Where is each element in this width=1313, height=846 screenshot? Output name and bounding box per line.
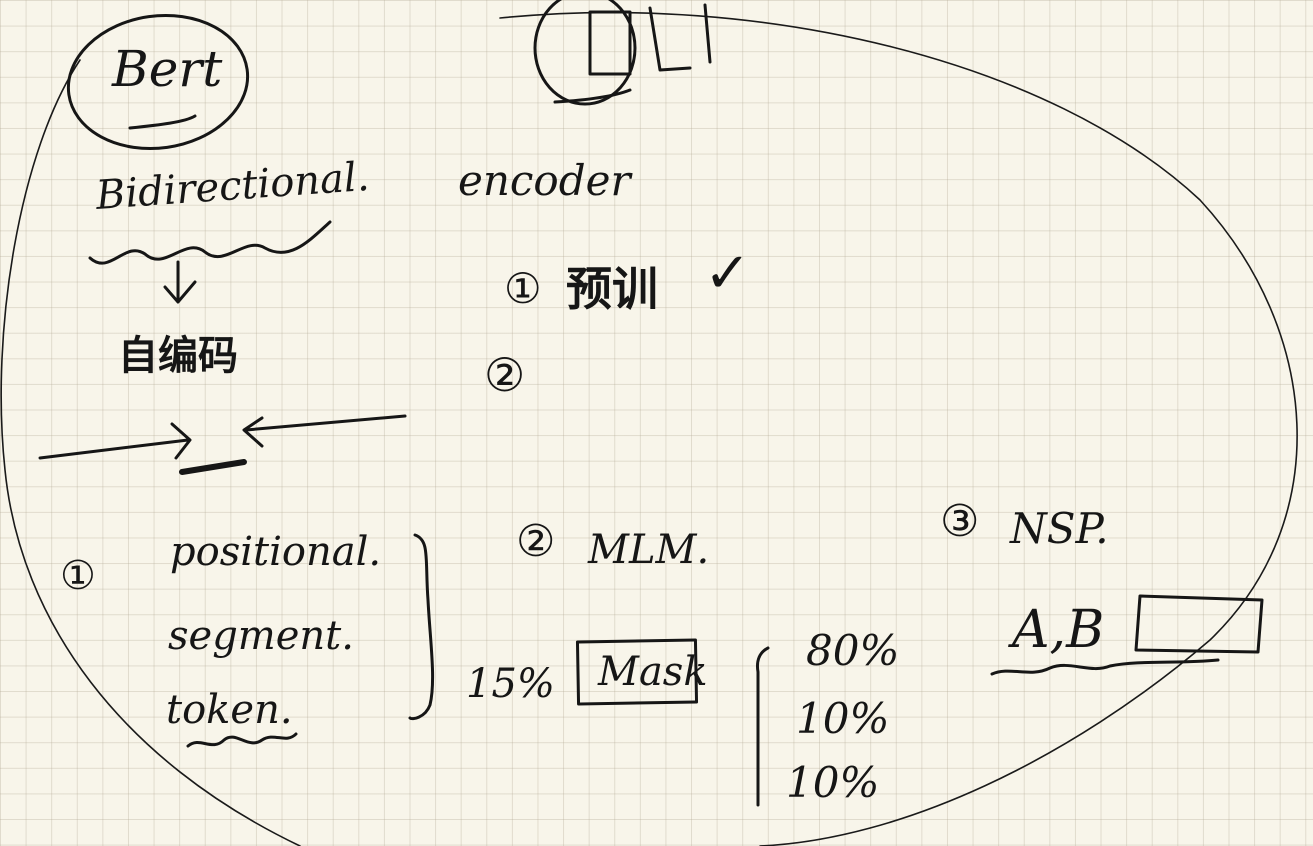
nsp-label: NSP. [1010,504,1109,553]
mlm-ratio: 15% [466,661,555,707]
split-10-b: 10% [786,758,880,807]
title-underline [128,114,197,130]
down-arrow-icon [163,260,197,304]
split-10-a: 10% [796,694,890,743]
encoder-text: encoder [458,156,631,205]
step-2-marker: ② [484,348,526,402]
title-text: Bert [112,40,223,98]
right-arrow-icon [38,422,192,460]
bidirectional-wavy-underline [88,220,332,265]
top-sketch-box-1 [588,10,632,76]
token-wavy-underline [186,732,298,748]
mlm-number: ② [516,516,556,567]
title-circle [66,13,250,151]
embeddings-number: ① [60,553,96,599]
blank-slot [179,459,247,475]
pair-wavy-underline [990,658,1220,676]
nsp-pair: A,B [1012,600,1105,660]
embedding-item-positional: positional. [170,529,382,575]
step-1-text: 预训 [566,262,658,316]
top-sketch-stroke [553,88,632,104]
embedding-item-token: token. [166,687,293,733]
bidirectional-meaning-text: 自编码 [118,333,238,379]
split-80: 80% [806,626,900,675]
embeddings-bracket [408,533,435,721]
mlm-label: MLM. [588,527,710,573]
mask-box [575,638,699,706]
top-sketch-box-2 [648,3,712,72]
nsp-number: ③ [940,496,980,547]
large-enclosing-curve [0,11,1298,846]
top-sketch-circle [533,0,637,106]
checkmark-icon: ✓ [704,241,751,306]
pair-blank-box [1134,594,1264,654]
step-1-marker: ① [504,264,542,313]
splits-bracket [756,646,770,807]
mask-label: Mask [598,649,708,695]
left-arrow-icon [242,414,407,448]
embedding-item-segment: segment. [168,613,354,659]
